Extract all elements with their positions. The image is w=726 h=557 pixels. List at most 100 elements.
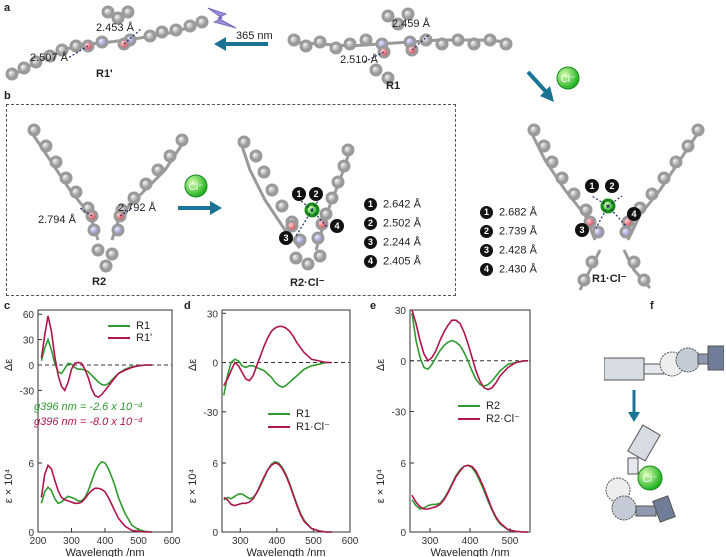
lightning-icon <box>207 7 237 29</box>
chart-c-cd-ytick-label: 30 <box>23 336 35 347</box>
chart-c-xtick-label: 500 <box>130 536 147 547</box>
panel-label-f: f <box>650 300 654 312</box>
chart-c-series-abs-3 <box>40 463 152 533</box>
svg-text:Cl⁻: Cl⁻ <box>561 74 576 85</box>
chart-c-xtick-label: 200 <box>30 536 47 547</box>
arrow-photoisomerization-icon <box>214 37 268 51</box>
r1-label: R1 <box>386 80 401 92</box>
svg-text:1: 1 <box>296 189 301 199</box>
molecular-structures-drawing: Cl⁻ Cl⁻ 1 2 3 4 1 2 3 4 <box>5 5 705 291</box>
chart-c-ylabel-abs: ε × 10⁴ <box>3 469 15 504</box>
chart-c-g-annotation-r1prime: g396 nm = -8.0 x 10⁻⁴ <box>34 416 143 428</box>
chart-c-ylabel-cd: Δε <box>3 359 15 371</box>
chart-c-g-annotation-r1: g396 nm = -2.6 x 10⁻⁴ <box>34 401 143 413</box>
chart-d-xtick-label: 400 <box>269 536 286 547</box>
chart-d-xtick-label: 300 <box>232 536 249 547</box>
chart-e-xtick-label: 300 <box>422 536 439 547</box>
chart-e-abs-ytick-label: 0 <box>400 528 406 539</box>
panel-f-schematic: Cl⁻ <box>604 345 724 523</box>
structure-r1cl <box>527 123 705 291</box>
chart-c-legend-r1prime: R1' <box>108 332 152 344</box>
chart-c-xtick-label: 300 <box>63 536 80 547</box>
svg-text:3: 3 <box>579 225 584 235</box>
chart-c-cd-ytick-label: 60 <box>23 310 35 321</box>
chart-d-xtick-label: 500 <box>305 536 322 547</box>
schematic-arrow-icon <box>628 390 640 422</box>
chart-c-legend-r1: R1 <box>108 320 152 332</box>
chart-d-cd-ytick-label: 30 <box>207 309 219 320</box>
chart-c-legend: R1 R1' <box>108 320 152 344</box>
chart-c-series-cd-1 <box>40 315 152 399</box>
chart-c-abs-ytick-label: 6 <box>28 459 34 470</box>
chart-d-frame <box>221 309 351 533</box>
chart-e-series-cd-0 <box>411 313 528 388</box>
chart-d-ylabel-cd: Δε <box>187 359 199 371</box>
schematic-extended-state <box>604 345 724 381</box>
chart-e-cd-ytick-label: 30 <box>395 306 407 317</box>
r1prime-label: R1' <box>96 68 113 80</box>
chart-c-xlabel: Wavelength /nm <box>65 547 144 557</box>
chart-e-ylabel-cd: Δε <box>375 359 387 371</box>
r2-distance-1: 2.794 Å <box>38 214 76 226</box>
chart-e-legend-r2: R2 <box>458 400 520 412</box>
r1-distance-1: 2.459 Å <box>392 18 430 30</box>
r2-label: R2 <box>92 276 107 288</box>
chart-c-abs-ytick-label: 0 <box>28 528 34 539</box>
chart-d-abs-ytick-label: 6 <box>212 459 218 470</box>
chart-d-ylabel-abs: ε × 10⁴ <box>187 469 199 504</box>
svg-text:4: 4 <box>334 221 339 231</box>
chart-e-legend-r2cl: R2·Cl⁻ <box>458 412 520 425</box>
chart-e-cd-ytick-label: 0 <box>400 357 406 368</box>
r2-distance-2: 2.792 Å <box>118 202 156 214</box>
chart-e-xlabel: Wavelength /nm <box>430 547 509 557</box>
chart-d-cd-ytick-label: -30 <box>204 408 219 419</box>
panel-label-e: e <box>370 300 377 312</box>
schematic-chloride-label: Cl⁻ <box>643 474 658 485</box>
chart-e-xtick-label: 500 <box>502 536 519 547</box>
arrow-r2-binding-icon <box>178 201 222 215</box>
panel-label-d: d <box>184 300 191 312</box>
chart-c-xtick-label: 600 <box>164 536 181 547</box>
chart-e-series-cd-1 <box>411 309 528 391</box>
chart-d-series-cd-1 <box>223 325 332 386</box>
chart-d-xtick-label: 600 <box>342 536 359 547</box>
chart-d-cd-ytick-label: 0 <box>212 359 218 370</box>
svg-text:2: 2 <box>609 181 614 191</box>
r1-distance-2: 2.510 Å <box>340 54 378 66</box>
panel-label-c: c <box>4 300 11 312</box>
chart-d-legend-r1cl: R1·Cl⁻ <box>268 420 330 433</box>
panel-b-frame <box>6 104 456 296</box>
chart-c-series-abs-2 <box>40 460 152 533</box>
chart-e-series-abs-3 <box>411 464 528 533</box>
chart-d-xlabel: Wavelength /nm <box>246 547 325 557</box>
r1prime-distance-2: 2.507 Å <box>30 52 68 64</box>
chart-d-legend: R1 R1·Cl⁻ <box>268 408 330 433</box>
chart-c-xtick-label: 400 <box>97 536 114 547</box>
site-badges-r1cl: 1 2 3 4 <box>575 179 641 237</box>
chart-e-xtick-label: 400 <box>462 536 479 547</box>
structure-r2 <box>27 123 189 273</box>
chart-d-series-cd-0 <box>223 358 332 396</box>
chart-e-series-abs-2 <box>411 464 528 533</box>
svg-text:1: 1 <box>589 181 594 191</box>
arrow-chloride-binding-icon <box>526 70 554 102</box>
r2cl-label: R2·Cl⁻ <box>290 277 325 289</box>
chart-e-ylabel-abs: ε × 10⁴ <box>375 469 387 504</box>
chart-e-legend: R2 R2·Cl⁻ <box>458 400 520 425</box>
chloride-ball-icon-a: Cl⁻ <box>556 66 580 90</box>
irradiation-label: 365 nm <box>236 30 273 42</box>
svg-text:4: 4 <box>631 209 636 219</box>
chart-d-legend-r1: R1 <box>268 408 330 420</box>
chart-c-series-cd-0 <box>40 337 152 387</box>
